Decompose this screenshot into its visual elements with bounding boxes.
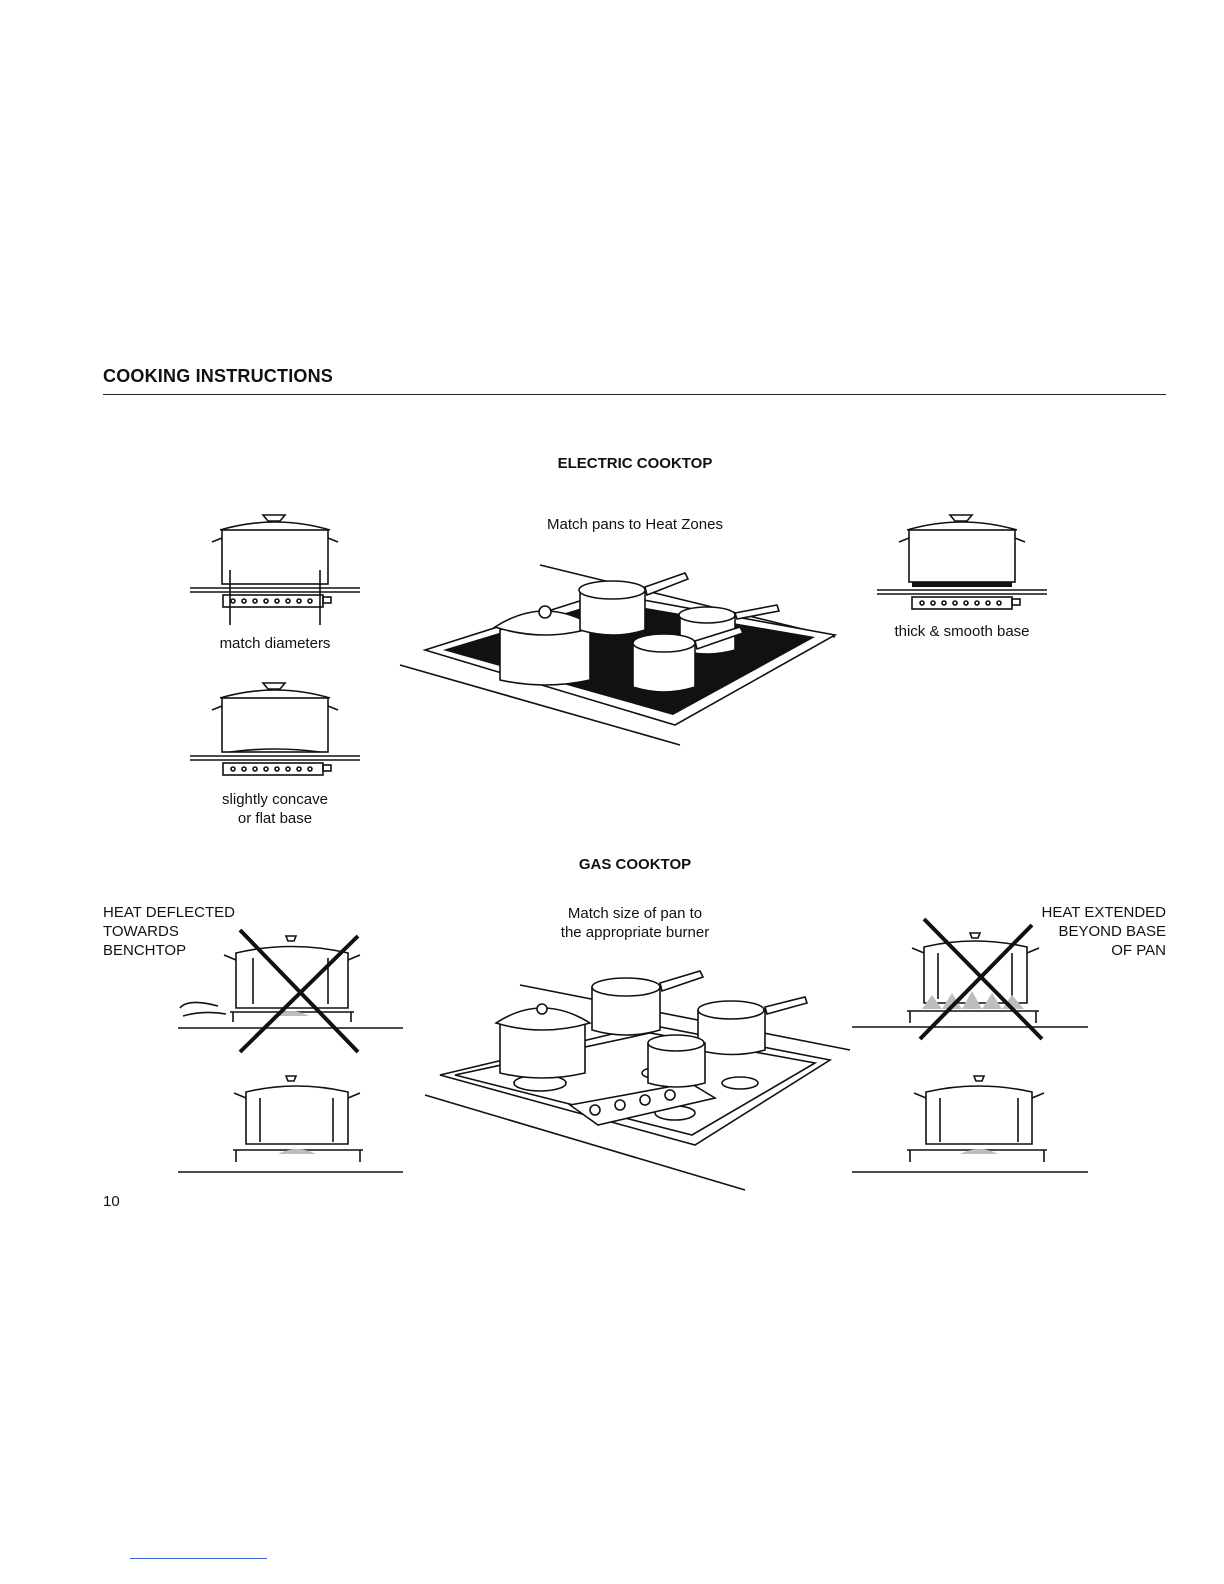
pot-match-diameters-icon — [185, 510, 365, 640]
pot-concave-base-icon — [185, 680, 365, 780]
caption-match-diameters: match diameters — [175, 634, 375, 653]
gas-cooktop-illustration — [420, 965, 860, 1195]
gas-cooktop-heading: GAS COOKTOP — [485, 856, 785, 873]
caption-concave-line2: or flat base — [175, 809, 375, 828]
caption-concave-line1: slightly concave — [175, 790, 375, 809]
pot-heat-extended-wrong-icon — [852, 915, 1092, 1045]
page-title: COOKING INSTRUCTIONS — [103, 366, 333, 387]
page-number: 10 — [103, 1193, 120, 1210]
electric-cooktop-illustration — [395, 555, 855, 750]
heat-deflected-line1: HEAT DEFLECTED — [103, 903, 235, 922]
electric-center-caption: Match pans to Heat Zones — [485, 515, 785, 534]
caption-thick-smooth: thick & smooth base — [862, 622, 1062, 641]
footer-link-underline — [130, 1558, 267, 1559]
pot-correct-burner-left-icon — [178, 1072, 408, 1182]
pot-correct-burner-right-icon — [852, 1072, 1092, 1182]
header-rule — [103, 394, 1166, 395]
gas-caption-line2: the appropriate burner — [485, 923, 785, 942]
electric-cooktop-heading: ELECTRIC COOKTOP — [485, 455, 785, 472]
gas-caption-line1: Match size of pan to — [485, 904, 785, 923]
pot-heat-deflected-wrong-icon — [178, 928, 408, 1058]
pot-thick-smooth-base-icon — [872, 510, 1052, 620]
